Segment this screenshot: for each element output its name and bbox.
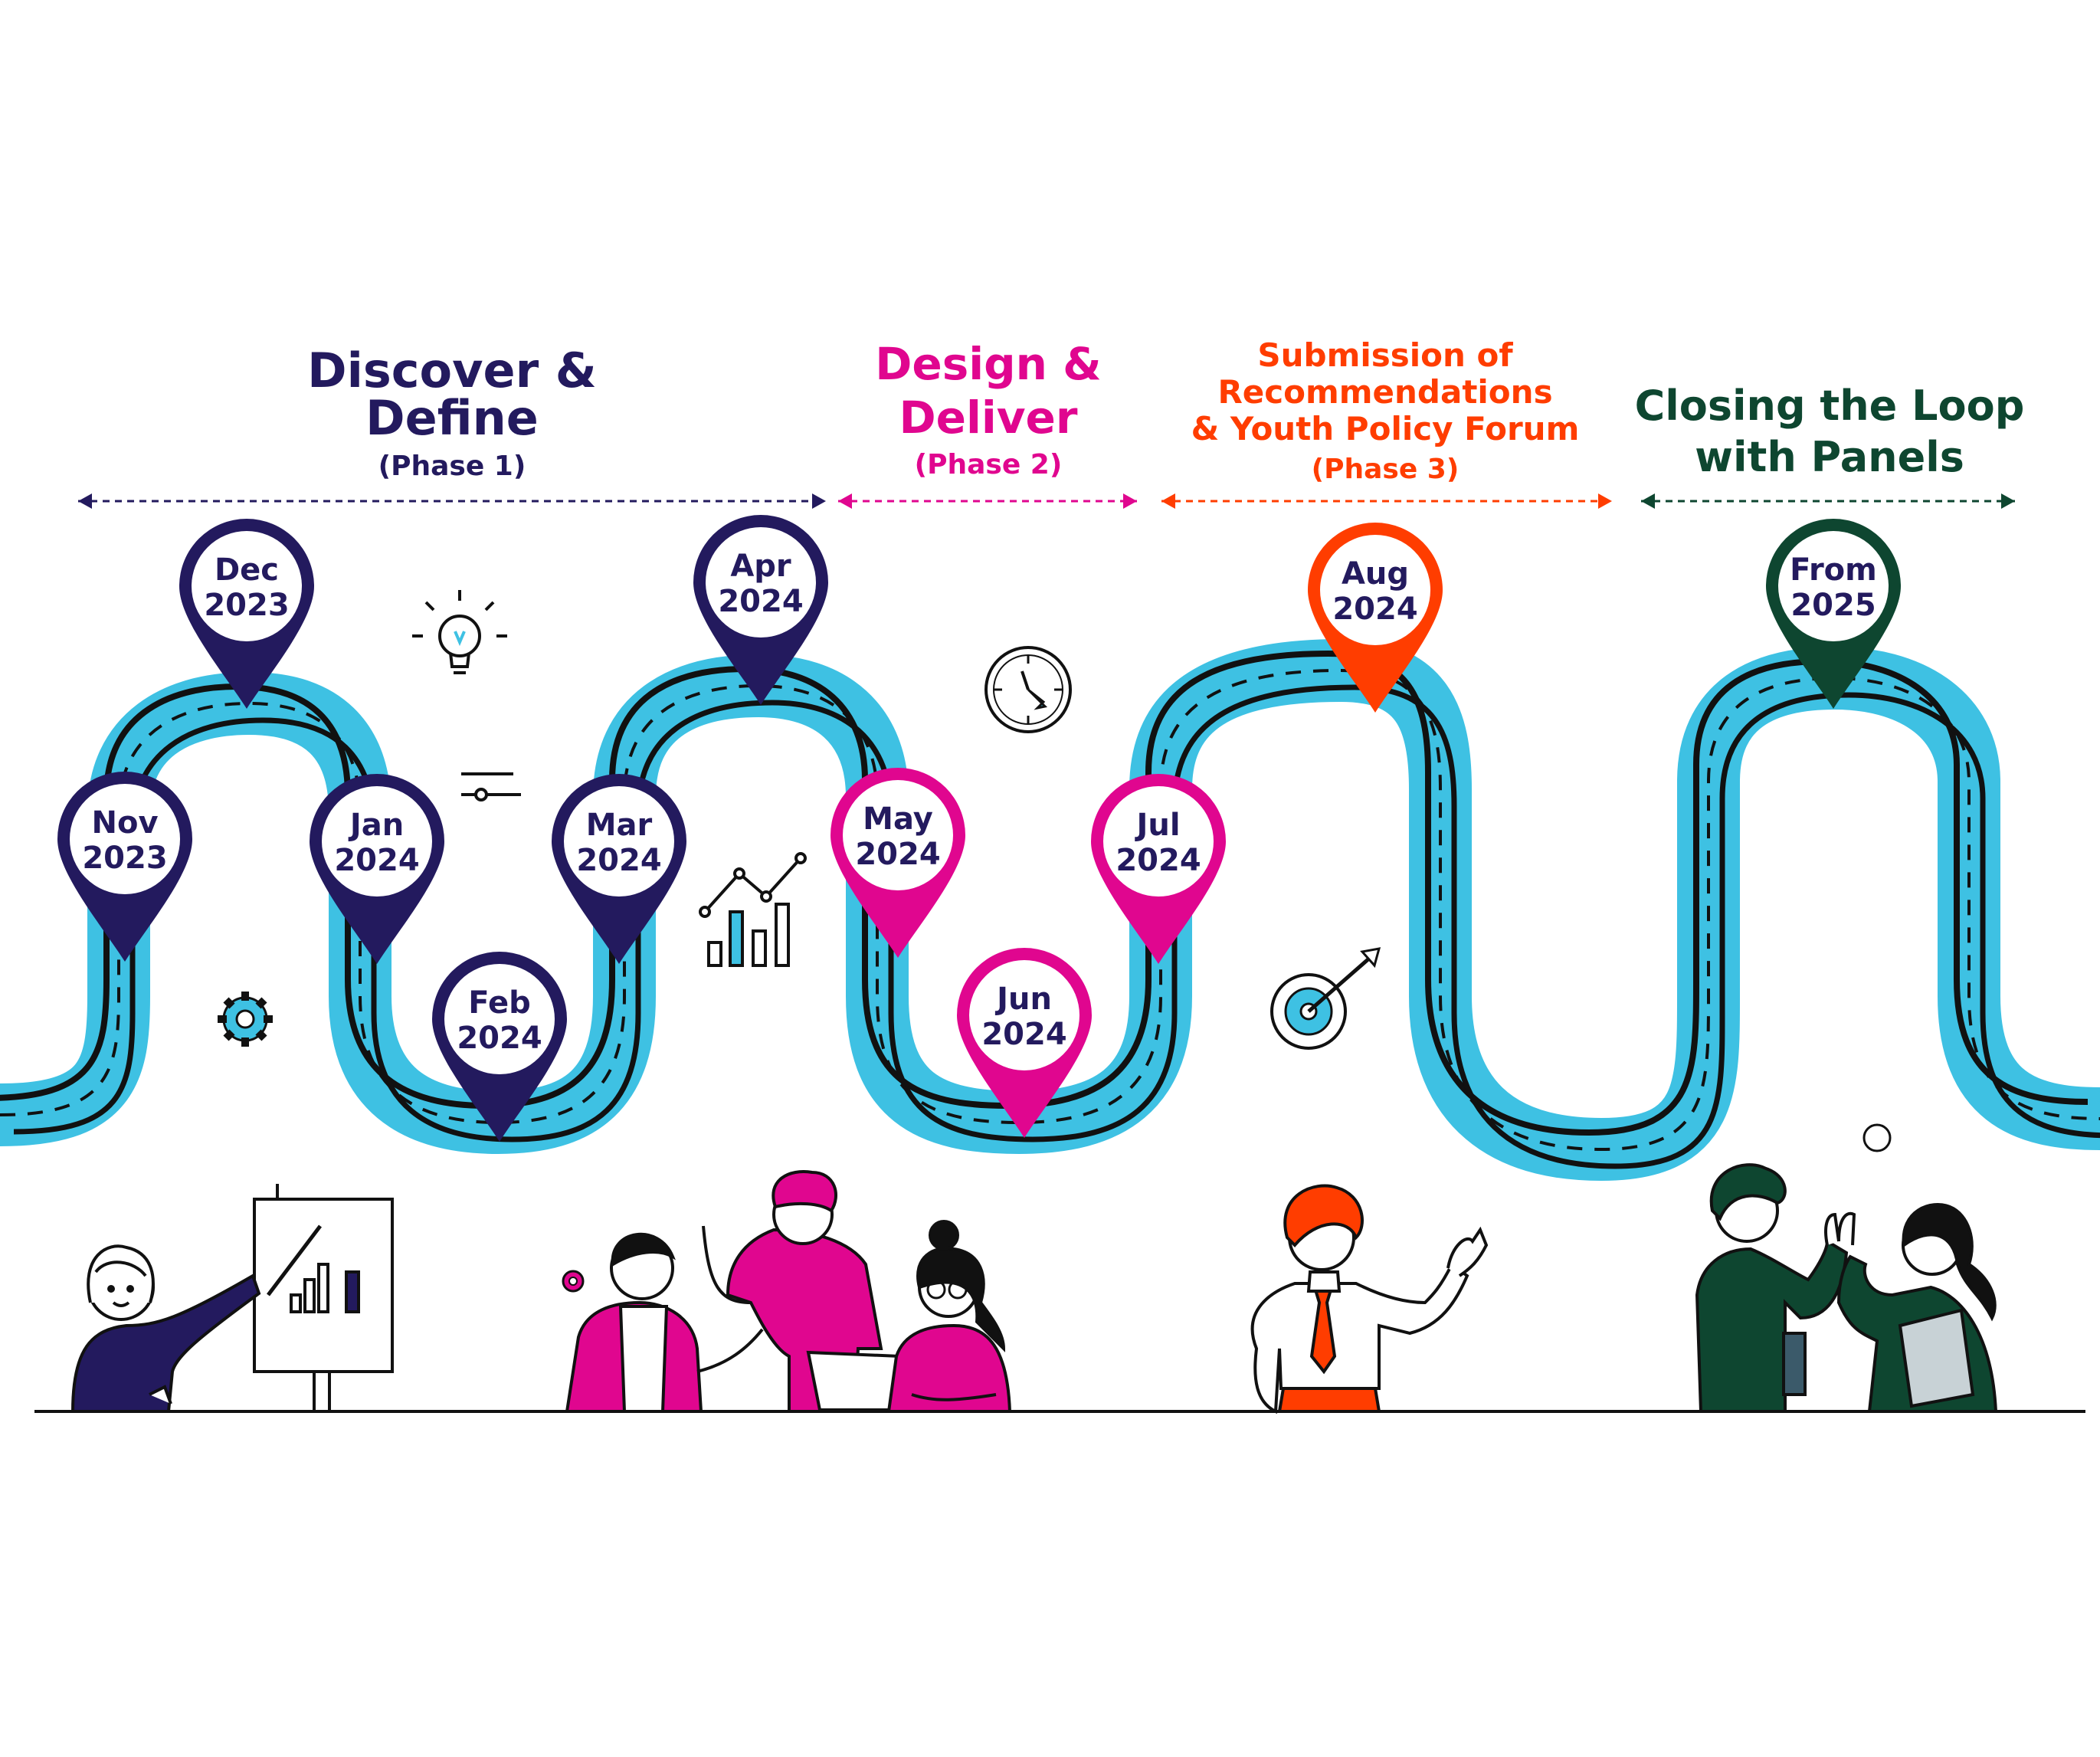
chart-icon [699, 852, 807, 967]
phase-1-title-line1: Discover & [307, 343, 597, 398]
speaker-illustration [1250, 1184, 1489, 1414]
milestone-year: 2024 [981, 1017, 1066, 1052]
phase-4-title-line1: Closing the Loop [1635, 382, 2025, 430]
milestone-year: 2024 [1116, 843, 1201, 878]
phase-titles: Discover & Define (Phase 1) Design & Del… [307, 336, 2024, 485]
phase-3-title-line2: Recommendations [1217, 373, 1552, 411]
clock-icon [984, 646, 1072, 733]
phase-3-title-line3: & Youth Policy Forum [1191, 410, 1580, 447]
milestone-month: Jun [994, 982, 1052, 1017]
small-circle-icon [1862, 1123, 1892, 1152]
gear-icon [562, 1270, 585, 1293]
milestone-year: 2025 [1790, 588, 1876, 623]
slider-icon [461, 772, 521, 801]
milestone-pins: Nov2023Dec2023Jan2024Feb2024Mar2024Apr20… [57, 515, 1901, 1142]
phase-3-title-line1: Submission of [1257, 336, 1513, 374]
phase-3-subtitle: (Phase 3) [1312, 454, 1460, 485]
milestone-year: 2024 [718, 584, 803, 619]
high-five-illustration [1695, 1163, 1998, 1413]
milestone-year: 2024 [1332, 592, 1417, 627]
lightbulb-icon [412, 590, 507, 674]
milestone-month: Apr [730, 549, 791, 584]
phase-2-subtitle: (Phase 2) [915, 449, 1063, 480]
target-icon [1270, 947, 1381, 1050]
milestone-month: Nov [91, 805, 158, 841]
phase-1-title-line2: Define [365, 390, 539, 446]
phase-4-title-line2: with Panels [1695, 433, 1964, 481]
presenter-illustration [70, 1184, 394, 1413]
phase-1-subtitle: (Phase 1) [378, 451, 526, 482]
milestone-month: Jul [1134, 808, 1180, 843]
milestone-month: Aug [1342, 556, 1409, 592]
milestone-year: 2024 [334, 843, 419, 878]
milestone-month: Mar [586, 808, 653, 843]
milestone-year: 2024 [576, 843, 661, 878]
phase-2-title-line2: Deliver [899, 392, 1078, 444]
milestone-month: Feb [468, 985, 530, 1021]
milestone-year: 2023 [82, 841, 167, 876]
milestone-month: Dec [215, 552, 279, 588]
milestone-year: 2023 [204, 588, 289, 623]
phase-2-title-line1: Design & [875, 338, 1101, 390]
milestone-year: 2024 [855, 837, 940, 872]
milestone-year: 2024 [457, 1021, 542, 1056]
gear-icon [218, 992, 273, 1047]
team-illustration [565, 1170, 1012, 1413]
milestone-month: Jan [348, 808, 404, 843]
milestone-month: From [1790, 552, 1877, 588]
milestone-month: May [863, 801, 933, 837]
phase-arrows [78, 493, 2015, 509]
